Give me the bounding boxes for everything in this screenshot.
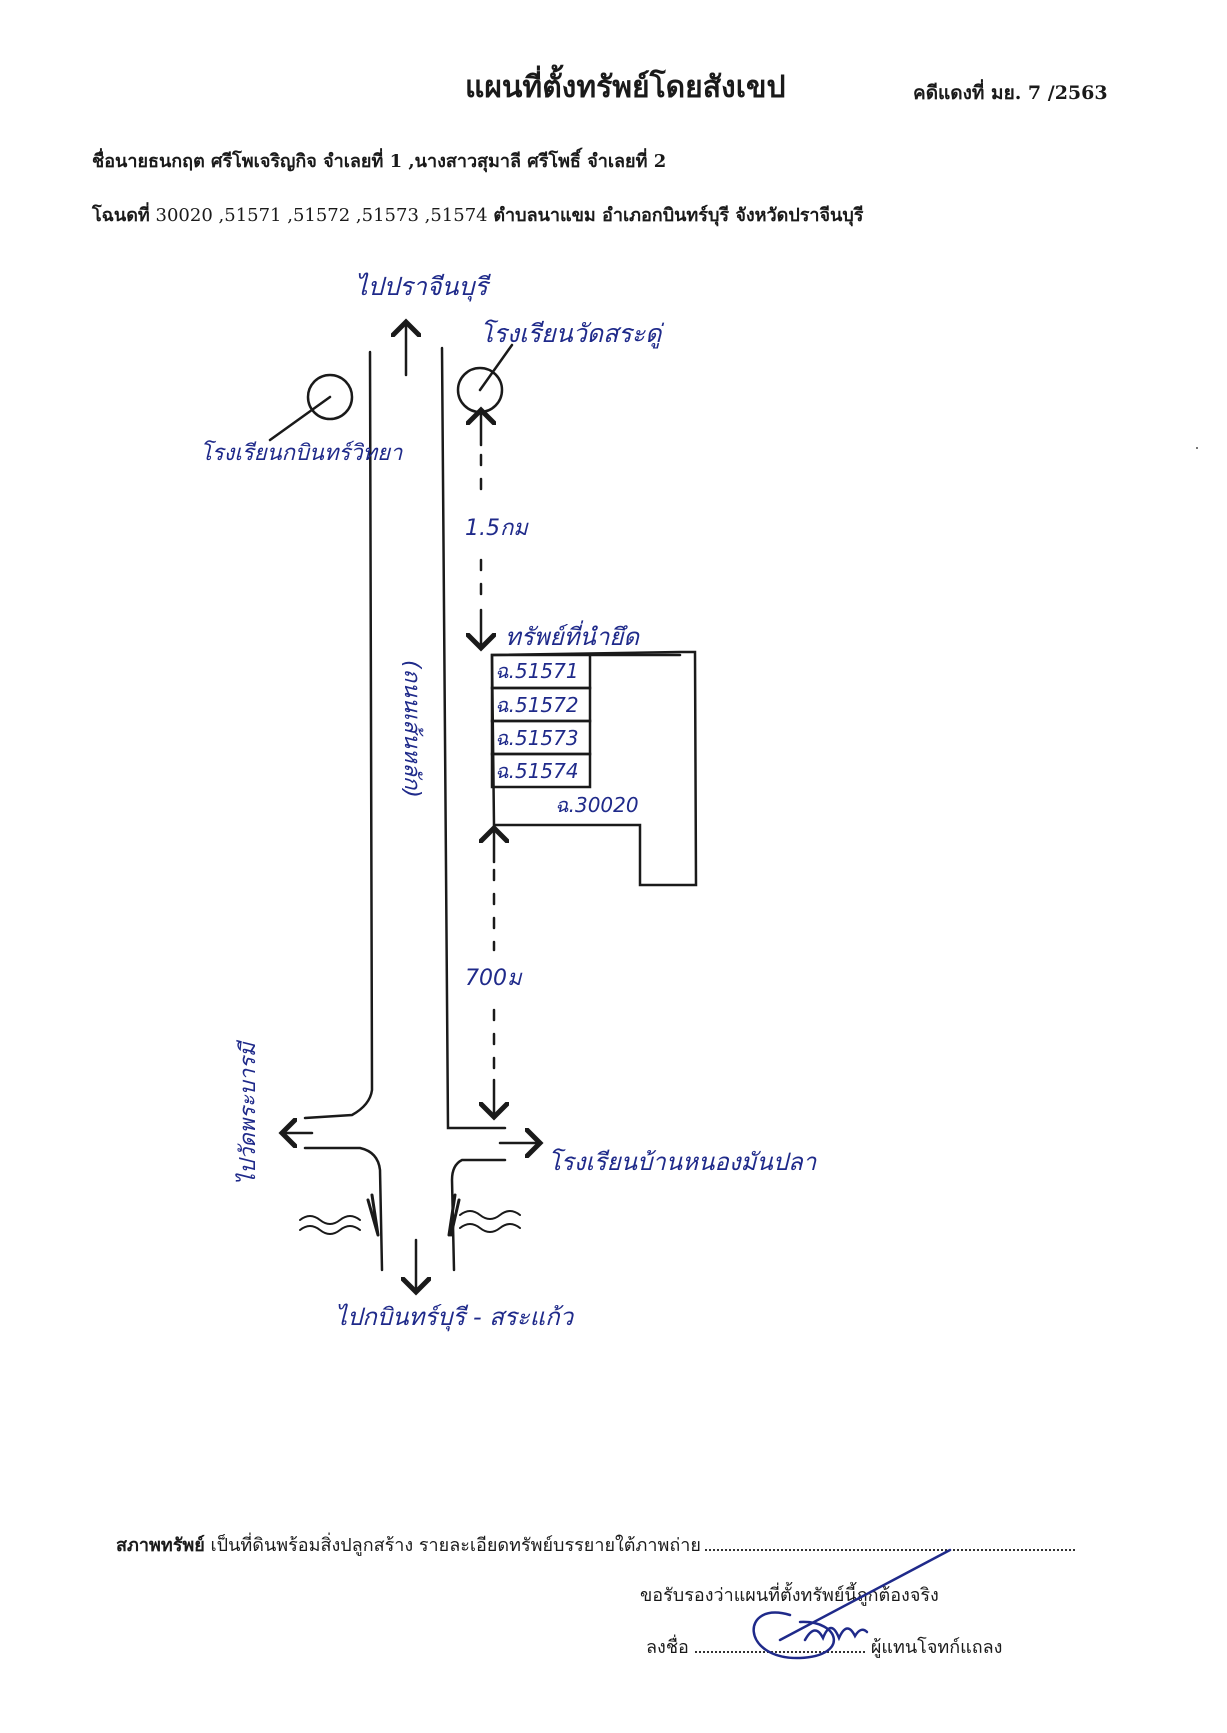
condition-text: เป็นที่ดินพร้อมสิ่งปลูกสร้าง รายละเอียดท… — [210, 1535, 701, 1556]
condition-dots — [704, 1549, 1075, 1551]
signature-mark — [752, 1548, 952, 1660]
plot-51573-label: ฉ.51573 — [495, 726, 579, 750]
signature-line: ลงชื่อ ผู้แทนโจทก์แถลง — [646, 1632, 1002, 1661]
plot-30020 — [490, 650, 698, 887]
crossroad-left-bottom — [303, 1146, 384, 1272]
scan-speck — [1196, 447, 1198, 449]
plot-30020-label: ฉ.30020 — [555, 793, 639, 817]
water-right — [459, 1210, 521, 1233]
distance-north-label: 1.5กม — [465, 516, 529, 541]
school-left-marker — [306, 373, 354, 421]
to-south-label: ไปกบินทร์บุรี - สระแก้ว — [335, 1303, 575, 1332]
page-title: แผนที่ตั้งทรัพย์โดยสังเขป — [465, 70, 786, 105]
plot-51572-label: ฉ.51572 — [495, 693, 579, 717]
certify-line: ขอรับรองว่าแผนที่ตั้งทรัพย์นี้ถูกต้องจริ… — [640, 1585, 939, 1606]
signature-dots — [694, 1637, 865, 1653]
to-east-label: โรงเรียนบ้านหนองมันปลา — [548, 1148, 818, 1176]
deed-label: โฉนดที่ — [92, 205, 150, 226]
parties-text: นายธนกฤต ศรีโพเจริญกิจ จำเลยที่ 1 ,นางสา… — [115, 151, 667, 172]
school-right-marker — [456, 366, 504, 414]
to-west-label: ไปวัดพระบารมี — [235, 1040, 261, 1185]
road-name-label: (ถนนเส้นหลัก) — [399, 660, 424, 798]
plot-51571-label: ฉ.51571 — [495, 659, 579, 683]
crossroad-right-bottom — [450, 1158, 507, 1272]
case-number: คดีแดงที่ มย. 7 /2563 — [913, 82, 1108, 104]
plot-51574 — [490, 752, 592, 789]
school-left-label: โรงเรียนกบินทร์วิทยา — [200, 440, 403, 466]
parties-label: ชื่อ — [92, 151, 116, 172]
deed-line: โฉนดที่ 30020 ,51571 ,51572 ,51573 ,5157… — [92, 200, 863, 229]
road-left-edge — [303, 350, 374, 1120]
road-right-edge — [440, 346, 507, 1130]
property-label: ทรัพย์ที่นำยึด — [505, 620, 640, 651]
school-right-label: โรงเรียนวัดสระดู่ — [480, 319, 664, 349]
water-left — [299, 1215, 361, 1235]
condition-label: สภาพทรัพย์ — [116, 1535, 205, 1556]
property-condition-line: สภาพทรัพย์ เป็นที่ดินพร้อมสิ่งปลูกสร้าง … — [116, 1530, 1075, 1559]
distance-south-label: 700ม — [465, 966, 523, 991]
parties-line: ชื่อนายธนกฤต ศรีโพเจริญกิจ จำเลยที่ 1 ,น… — [92, 146, 666, 175]
signer-role: ผู้แทนโจทก์แถลง — [870, 1637, 1003, 1658]
deed-location: ตำบลนาแขม อำเภอกบินทร์บุรี จังหวัดปราจีน… — [493, 205, 864, 226]
to-north-label: ไปปราจีนบุรี — [355, 272, 492, 302]
deed-numbers: 30020 ,51571 ,51572 ,51573 ,51574 — [155, 205, 488, 226]
plot-51574-label: ฉ.51574 — [495, 759, 579, 783]
sign-label: ลงชื่อ — [646, 1637, 689, 1658]
